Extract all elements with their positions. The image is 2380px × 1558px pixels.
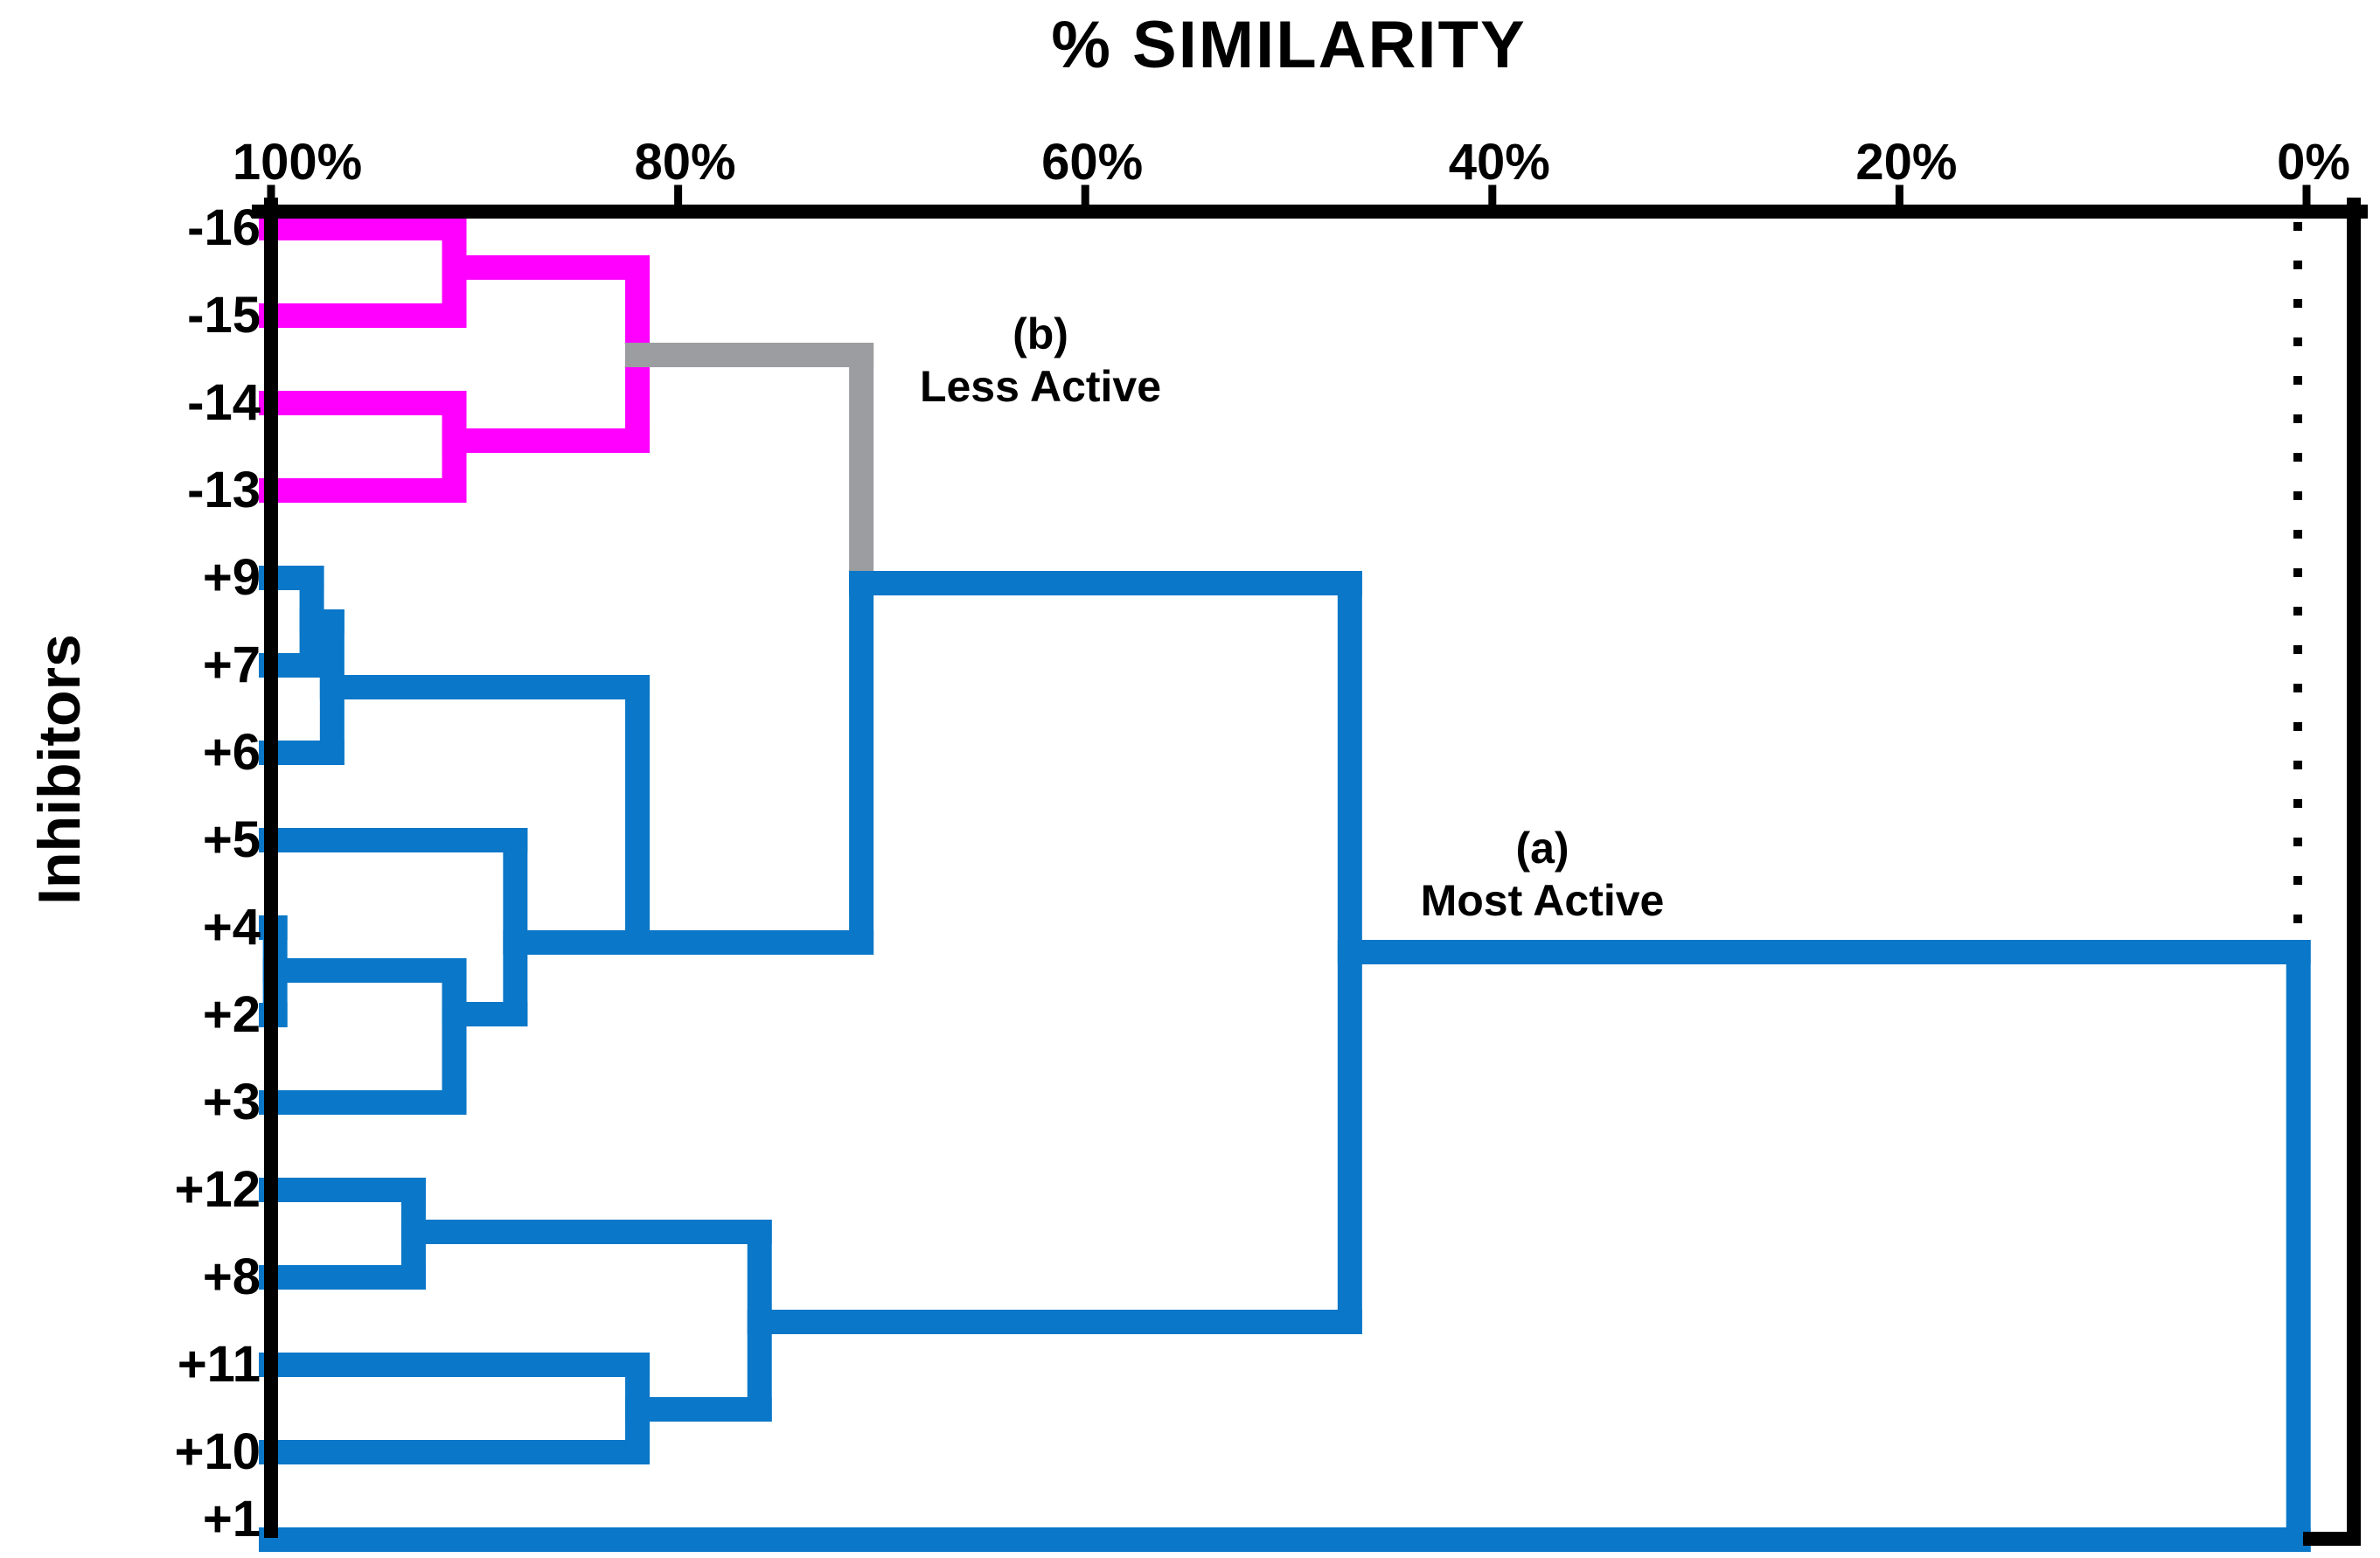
leaf-label-p6: +6 <box>202 724 261 781</box>
leaf-label-p9: +9 <box>202 549 261 606</box>
leaf-label-m13: -13 <box>187 462 261 518</box>
x-tick-label-100: 100% <box>232 134 363 191</box>
chart-title: % SIMILARITY <box>1051 8 1527 82</box>
leaf-label-p12: +12 <box>174 1161 261 1218</box>
leaf-label-p7: +7 <box>202 636 261 693</box>
annotation-most-active: (a) Most Active <box>1263 822 1822 927</box>
x-tick-label-20: 20% <box>1855 134 1958 191</box>
leaf-label-m16: -16 <box>187 199 261 256</box>
x-tick-label-40: 40% <box>1448 134 1550 191</box>
x-tick-label-80: 80% <box>634 134 736 191</box>
leaf-label-p4: +4 <box>202 899 261 956</box>
leaf-label-p3: +3 <box>202 1074 261 1130</box>
leaf-label-p2: +2 <box>202 986 261 1043</box>
annotation-b-tag: (b) <box>1013 310 1068 358</box>
annotation-less-active: (b) Less Active <box>761 308 1320 413</box>
leaf-label-p5: +5 <box>202 811 261 868</box>
leaf-label-m14: -14 <box>187 374 261 431</box>
leaf-label-p11: +11 <box>177 1336 261 1393</box>
leaf-label-p1: +1 <box>202 1491 261 1548</box>
leaf-label-m15: -15 <box>187 287 261 344</box>
x-tick-label-0: 0% <box>2277 134 2350 191</box>
leaf-label-p10: +10 <box>174 1423 261 1480</box>
annotation-a-label: Most Active <box>1420 876 1665 925</box>
annotation-b-label: Less Active <box>919 362 1162 411</box>
x-tick-label-60: 60% <box>1041 134 1144 191</box>
leaf-label-p8: +8 <box>202 1248 261 1305</box>
annotation-a-tag: (a) <box>1515 824 1569 873</box>
